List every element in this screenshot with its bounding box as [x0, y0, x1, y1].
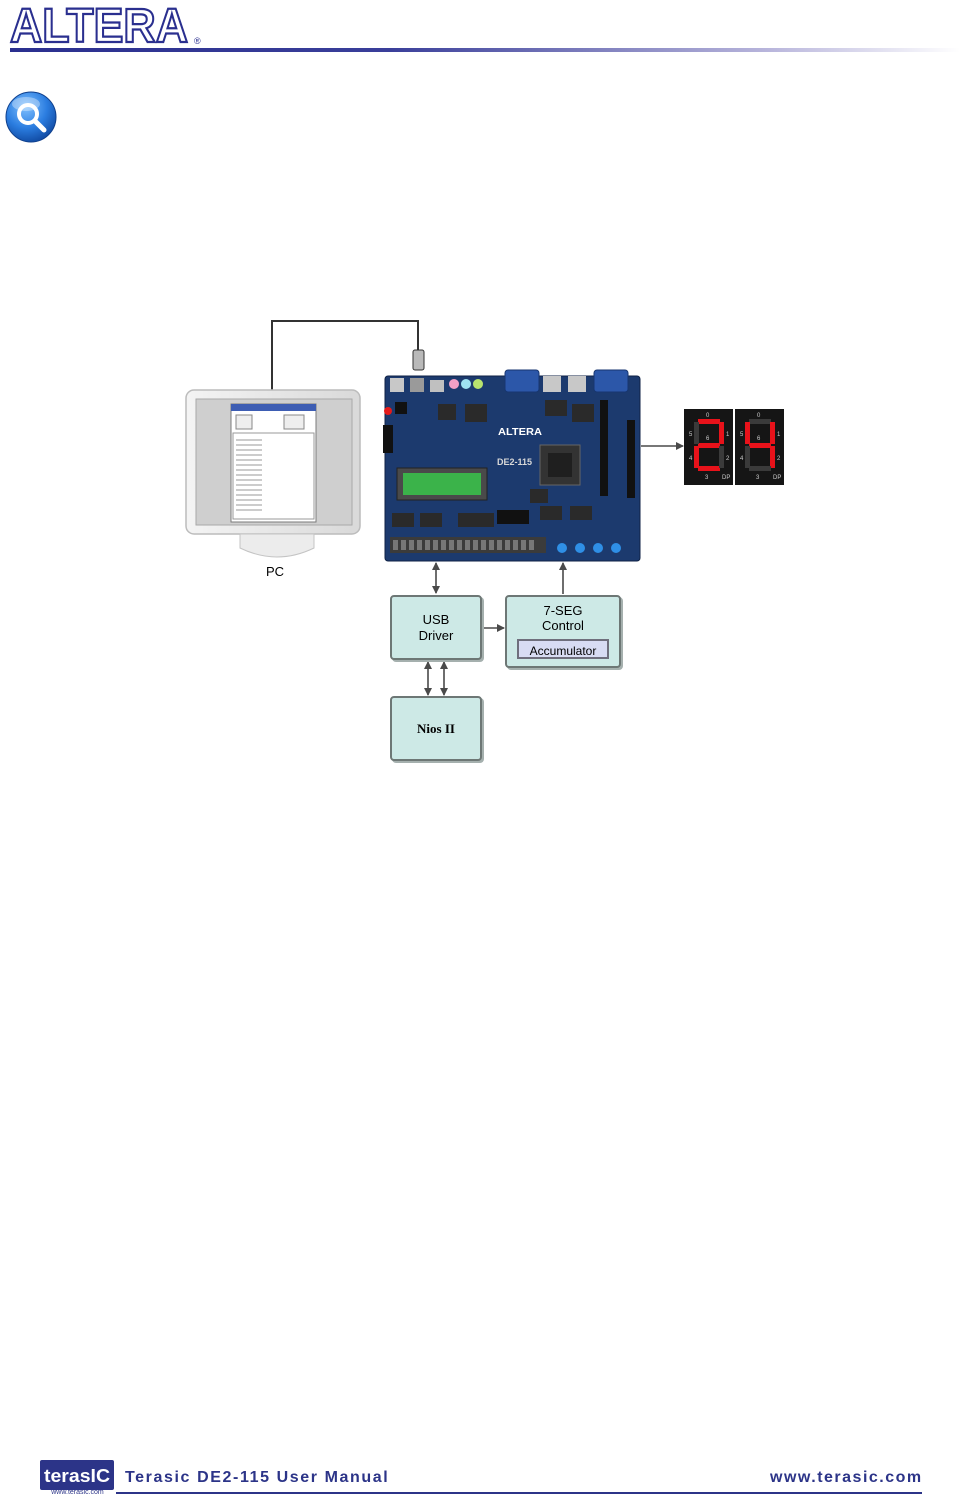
- seven-segment-display-pair: 0 5 1 6 4 2 3 DP 0 5 1 6 4 2 3 DP: [684, 409, 784, 485]
- seg-label-tr-2: 1: [777, 432, 781, 438]
- footer-website-link[interactable]: www.terasic.com: [770, 1469, 923, 1486]
- terasic-logo-url: www.terasic.com: [51, 1489, 104, 1496]
- seg-digit-1: [694, 419, 724, 471]
- seven-seg-control-label-line2: Control: [542, 618, 584, 633]
- usb-driver-block: USB Driver: [390, 595, 482, 660]
- seg-label-dp-2: DP: [773, 475, 781, 481]
- seg-label-top-1: 0: [706, 413, 710, 419]
- seg-label-tl-2: 5: [740, 432, 744, 438]
- system-block-diagram: ALTERA DE2-115: [185, 320, 784, 696]
- terasic-logo: terasIC: [40, 1460, 114, 1490]
- pc-label: PC: [265, 564, 285, 579]
- seg-label-bl-1: 4: [689, 456, 693, 462]
- page-header: ALTERA ®: [0, 0, 974, 60]
- nios-ii-block: Nios II: [390, 696, 482, 761]
- seg-label-tl-1: 5: [689, 432, 693, 438]
- seg-label-bottom-1: 3: [705, 475, 709, 481]
- footer-manual-title: Terasic DE2-115 User Manual: [125, 1469, 390, 1486]
- board-name: DE2-115: [497, 457, 532, 467]
- accumulator-block: Accumulator: [517, 639, 609, 659]
- seg-label-mid-2: 6: [757, 436, 761, 442]
- usb-driver-label-line2: Driver: [418, 627, 454, 643]
- altera-logo-text: ALTERA: [10, 0, 188, 48]
- pc-monitor: [185, 389, 361, 558]
- usb-driver-label-line1: USB: [422, 611, 450, 627]
- seg-label-dp-1: DP: [722, 475, 730, 481]
- usb-cable: [271, 320, 419, 390]
- seg-label-br-2: 2: [777, 456, 781, 462]
- seg-label-tr-1: 1: [726, 432, 730, 438]
- terasic-logo-text: terasIC: [44, 1466, 110, 1486]
- seg-digit-2: [745, 419, 775, 471]
- altera-logo-registered: ®: [194, 36, 201, 46]
- board-altera-logo: ALTERA: [498, 427, 542, 438]
- seg-label-mid-1: 6: [706, 436, 710, 442]
- seg-label-bottom-2: 3: [756, 475, 760, 481]
- seg-label-br-1: 2: [726, 456, 730, 462]
- usb-plug: [412, 349, 425, 371]
- seg-label-top-2: 0: [757, 413, 761, 419]
- seven-seg-control-block: 7-SEG Control Accumulator: [505, 595, 621, 668]
- header-rule: [10, 48, 960, 52]
- footer-rule: [116, 1492, 922, 1494]
- de2-115-board: ALTERA DE2-115: [383, 369, 641, 562]
- seven-seg-control-label-line1: 7-SEG: [543, 603, 583, 618]
- altera-logo: ALTERA ®: [9, 0, 201, 48]
- search-icon[interactable]: [4, 90, 58, 144]
- seg-label-bl-2: 4: [740, 456, 744, 462]
